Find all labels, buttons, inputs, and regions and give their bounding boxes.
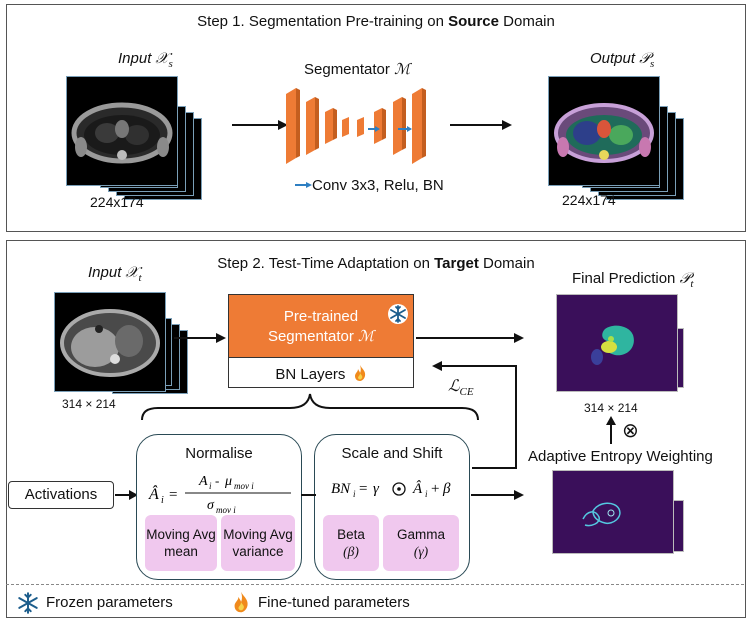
svg-text:Â: Â (148, 484, 159, 503)
arrow-scale-to-entropy (471, 490, 524, 500)
legend-finetuned-label: Fine-tuned parameters (258, 594, 410, 611)
adaptive-entropy-label: Adaptive Entropy Weighting (528, 448, 713, 465)
arrow-weighting-to-prediction (606, 416, 616, 444)
conv-arrow-icon (295, 182, 312, 188)
arrow-normalise-to-scale (301, 494, 316, 496)
svg-text:μ: μ (224, 474, 232, 489)
step1-title: Step 1. Segmentation Pre-training on Sou… (197, 13, 555, 30)
svg-text:i: i (209, 481, 212, 491)
pretrained-segmentator-block: Pre-trained Segmentator ℳ (229, 295, 413, 357)
beta-parameter: Beta(β) (323, 515, 379, 571)
moving-avg-variance: Moving Avg variance (221, 515, 295, 571)
svg-text:γ: γ (373, 481, 380, 497)
step2-title: Step 2. Test-Time Adaptation on Target D… (217, 255, 535, 272)
svg-text:mov i: mov i (216, 505, 236, 515)
normalise-title: Normalise (185, 445, 253, 462)
svg-text:i: i (161, 495, 164, 506)
pretrained-line1: Pre-trained (283, 308, 359, 325)
step1-output-label: Output 𝒫s (590, 50, 655, 70)
svg-text:σ: σ (207, 498, 215, 513)
bn-layers-label: BN Layers (275, 366, 346, 383)
svg-text:i: i (353, 489, 356, 499)
final-prediction-mask (591, 325, 634, 365)
gamma-parameter: Gamma(γ) (383, 515, 459, 571)
svg-text:mov i: mov i (234, 481, 254, 491)
svg-text:Â: Â (412, 480, 423, 497)
segmentator-label: Segmentator ℳ (304, 61, 411, 78)
snowflake-icon (388, 304, 408, 324)
svg-text:=: = (169, 487, 177, 503)
segmentation-mask-image (554, 103, 654, 163)
svg-text:=: = (359, 481, 367, 497)
bn-layers-block: BN Layers (229, 357, 413, 387)
arrow-segmentator-to-output (450, 120, 512, 130)
final-prediction-label: Final Prediction 𝒫t (572, 270, 694, 290)
pretrained-segmentator-box: Pre-trained Segmentator ℳ BN Layers (228, 294, 414, 388)
ct-scan-image (71, 102, 173, 164)
arrow-activations-to-normalise (115, 490, 138, 500)
scale-shift-box: Scale and Shift BN i = γ Â i + β Beta(β)… (314, 434, 470, 580)
pretrained-line2: Segmentator ℳ (267, 328, 375, 345)
step1-output-size: 224x174 (562, 192, 616, 208)
flame-icon (354, 365, 365, 381)
flame-icon (234, 591, 248, 613)
scale-shift-formula: BN i = γ Â i + β (331, 480, 451, 499)
final-prediction-front (556, 294, 678, 392)
normalise-formula: Â i = A i - μ mov i σ mov i (148, 473, 291, 515)
arrow-input-to-pretrained (174, 333, 226, 343)
moving-avg-mean: Moving Avg mean (145, 515, 217, 571)
legend-separator (6, 584, 744, 585)
entropy-map-front (552, 470, 674, 554)
arrow-input-to-segmentator (232, 120, 288, 130)
svg-text:β: β (442, 481, 451, 497)
conv-legend-label: Conv 3x3, Relu, BN (312, 177, 444, 194)
step2-input-size: 314 × 214 (62, 397, 116, 411)
loss-ce-label: ℒCE (448, 378, 474, 399)
scale-shift-title: Scale and Shift (341, 445, 443, 462)
svg-text:-: - (215, 473, 219, 488)
legend-frozen-label: Frozen parameters (46, 594, 173, 611)
svg-text:+: + (431, 481, 439, 497)
segmentator-network-diagram (286, 88, 426, 164)
target-ct-slice-front (54, 292, 166, 392)
normalise-box: Normalise Â i = A i - μ mov i σ mov i Mo… (136, 434, 302, 580)
segmentation-slice-front (548, 76, 660, 186)
step1-input-size: 224x174 (90, 194, 144, 210)
activations-box: Activations (8, 481, 114, 509)
step1-input-label: Input 𝒳s (118, 50, 173, 70)
arrow-pretrained-to-prediction (416, 333, 524, 343)
snowflake-icon (18, 592, 38, 614)
target-ct-scan-image (60, 309, 160, 377)
svg-text:i: i (425, 489, 428, 499)
final-prediction-size: 314 × 214 (584, 401, 638, 415)
loss-feedback-arrow (432, 361, 517, 469)
ct-slice-front (66, 76, 178, 186)
bn-curly-brace (141, 393, 479, 421)
entropy-map-image (582, 502, 621, 527)
step2-input-label: Input 𝒳t (88, 264, 142, 284)
otimes-symbol: ⊗ (622, 420, 639, 442)
svg-text:BN: BN (331, 481, 351, 497)
svg-text:A: A (198, 474, 208, 489)
